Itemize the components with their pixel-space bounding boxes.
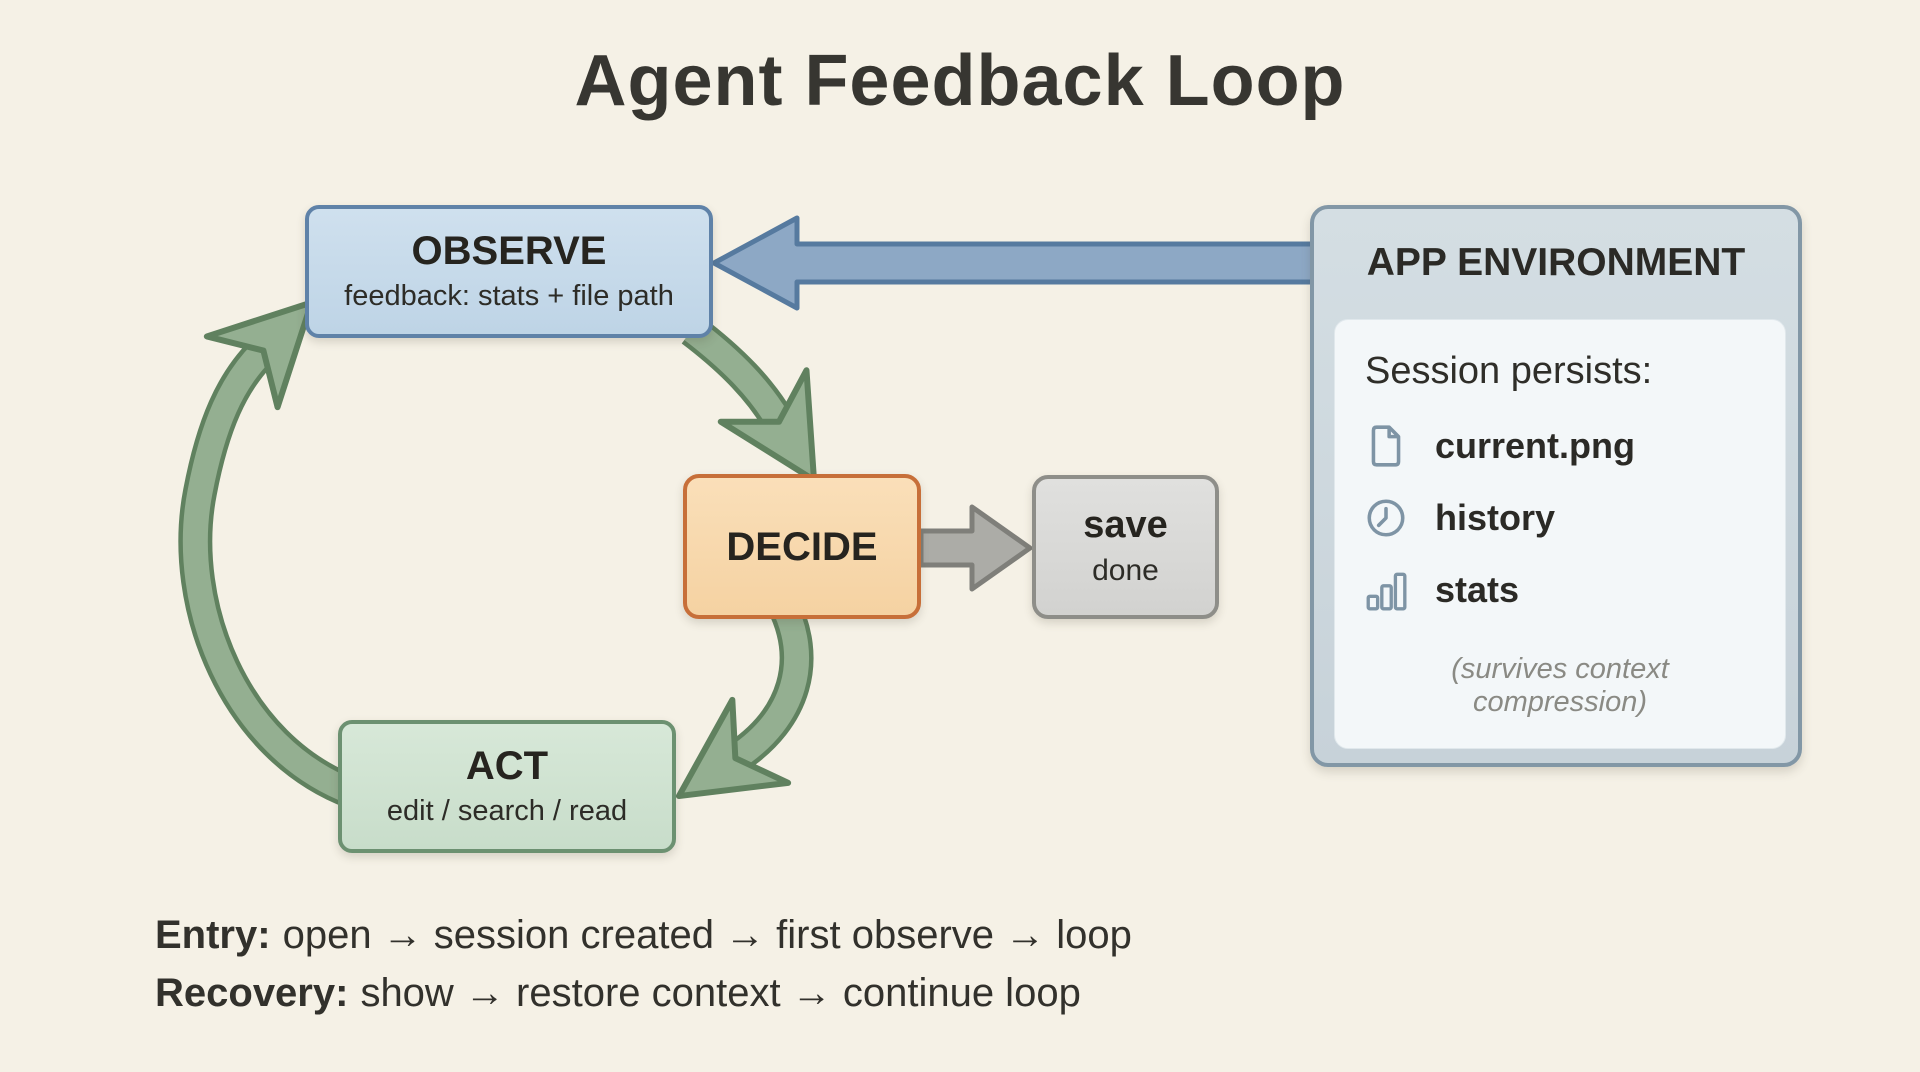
session-persists-card: Session persists: current.png history bbox=[1334, 319, 1786, 749]
app-environment-panel: APP ENVIRONMENT Session persists: curren… bbox=[1310, 205, 1802, 767]
arrow-decide-to-save bbox=[918, 504, 1033, 592]
arrow-decide-to-act bbox=[675, 594, 814, 800]
list-item-history: history bbox=[1363, 495, 1757, 541]
act-sublabel: edit / search / read bbox=[386, 795, 628, 828]
node-decide: DECIDE bbox=[683, 474, 921, 619]
session-persists-label: Session persists: bbox=[1365, 350, 1653, 392]
page-title: Agent Feedback Loop bbox=[574, 41, 1346, 121]
node-act: ACT edit / search / read bbox=[338, 720, 676, 853]
list-item-label: current.png bbox=[1435, 425, 1636, 466]
save-sublabel: done bbox=[1092, 554, 1159, 588]
recovery-flow-text: show → restore context → continue loop bbox=[360, 971, 1081, 1015]
bar-chart-icon bbox=[1366, 572, 1407, 611]
list-item-label: stats bbox=[1435, 569, 1520, 610]
arrow-act-to-observe bbox=[178, 299, 359, 808]
arrow-environment-to-observe bbox=[711, 215, 1351, 311]
act-label: ACT bbox=[465, 744, 549, 789]
arrow-observe-to-decide bbox=[681, 316, 818, 484]
app-environment-title: APP ENVIRONMENT bbox=[1366, 241, 1746, 284]
observe-sublabel: feedback: stats + file path bbox=[344, 280, 674, 313]
clock-icon bbox=[1367, 499, 1405, 537]
list-item-current-png: current.png bbox=[1363, 423, 1757, 469]
entry-flow-label: Entry: bbox=[155, 913, 271, 957]
file-icon bbox=[1371, 425, 1401, 467]
list-item-stats: stats bbox=[1363, 567, 1757, 613]
entry-flow-text: open → session created → first observe →… bbox=[282, 913, 1132, 957]
entry-flow-line: Entry:open → session created → first obs… bbox=[155, 906, 1132, 964]
list-item-label: history bbox=[1435, 497, 1556, 538]
node-observe: OBSERVE feedback: stats + file path bbox=[305, 205, 713, 338]
save-label: save bbox=[1083, 504, 1168, 547]
observe-label: OBSERVE bbox=[411, 229, 607, 274]
recovery-flow-line: Recovery:show → restore context → contin… bbox=[155, 964, 1132, 1022]
node-save: save done bbox=[1032, 475, 1219, 619]
flow-notes: Entry:open → session created → first obs… bbox=[155, 906, 1132, 1022]
decide-label: DECIDE bbox=[726, 524, 878, 569]
survives-compression-note: (survives context compression) bbox=[1451, 653, 1669, 718]
recovery-flow-label: Recovery: bbox=[155, 971, 349, 1015]
